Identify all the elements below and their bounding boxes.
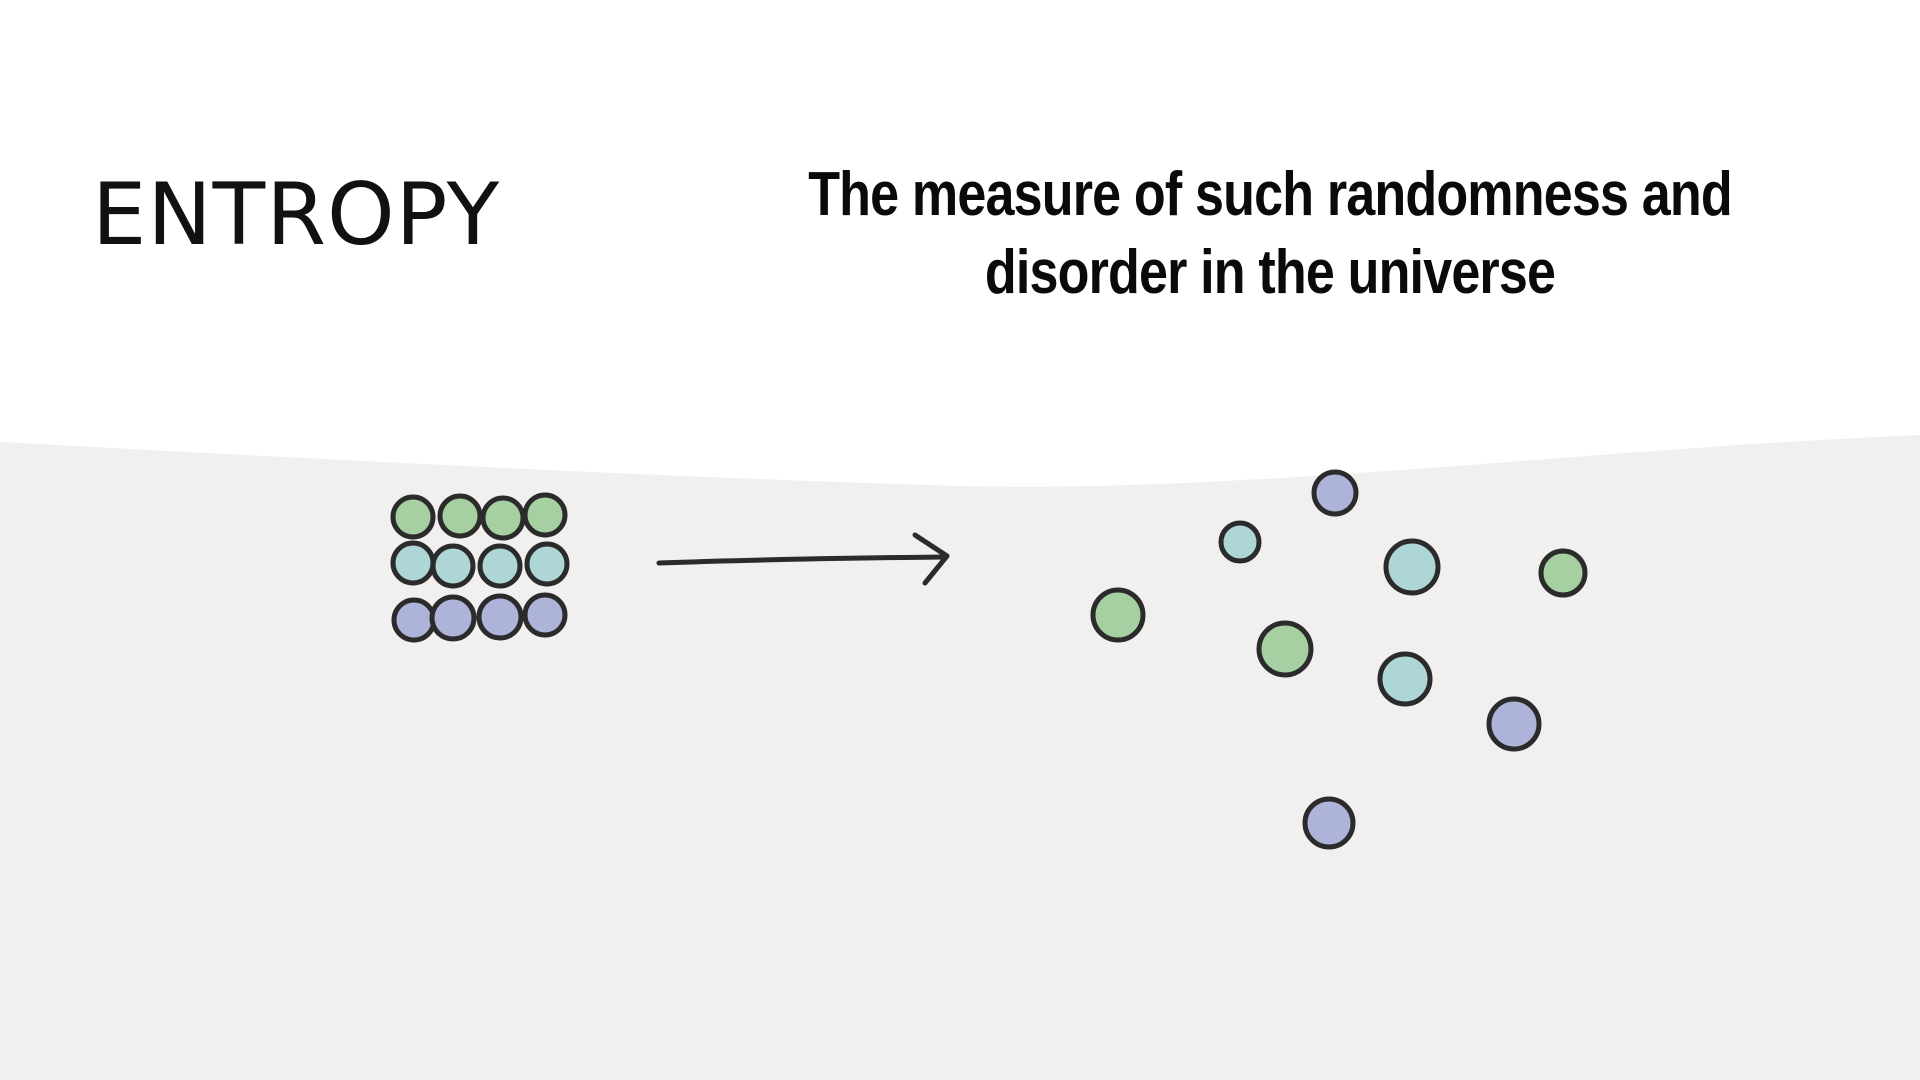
particle-circle-icon — [477, 543, 523, 589]
ordered-particle-cluster — [390, 492, 570, 643]
particle-circle-icon — [1090, 587, 1146, 643]
slide-title: ENTROPY — [92, 165, 501, 265]
particle-circle-icon — [1256, 620, 1314, 678]
particle-circle-icon — [1218, 520, 1262, 564]
right-arrow-icon — [656, 532, 950, 586]
particle-circle-icon — [1486, 696, 1542, 752]
particle-circle-icon — [1383, 538, 1441, 596]
particle-circle-icon — [391, 597, 437, 643]
scattered-particles — [1090, 469, 1588, 850]
particle-circle-icon — [390, 494, 436, 540]
particle-circle-icon — [1538, 548, 1588, 598]
paper-background — [0, 435, 1920, 1080]
particle-circle-icon — [524, 541, 570, 587]
particle-circle-icon — [1377, 651, 1433, 707]
particle-circle-icon — [430, 543, 476, 589]
entropy-definition: The measure of such randomness and disor… — [808, 160, 1732, 307]
particle-circle-icon — [1311, 469, 1359, 517]
particle-circle-icon — [429, 594, 477, 642]
particle-circle-icon — [476, 593, 524, 641]
particle-circle-icon — [1302, 796, 1356, 850]
particle-circle-icon — [480, 495, 526, 541]
particle-circle-icon — [522, 592, 568, 638]
particle-circle-icon — [390, 540, 436, 586]
particle-circle-icon — [437, 493, 483, 539]
particle-circle-icon — [522, 492, 568, 538]
